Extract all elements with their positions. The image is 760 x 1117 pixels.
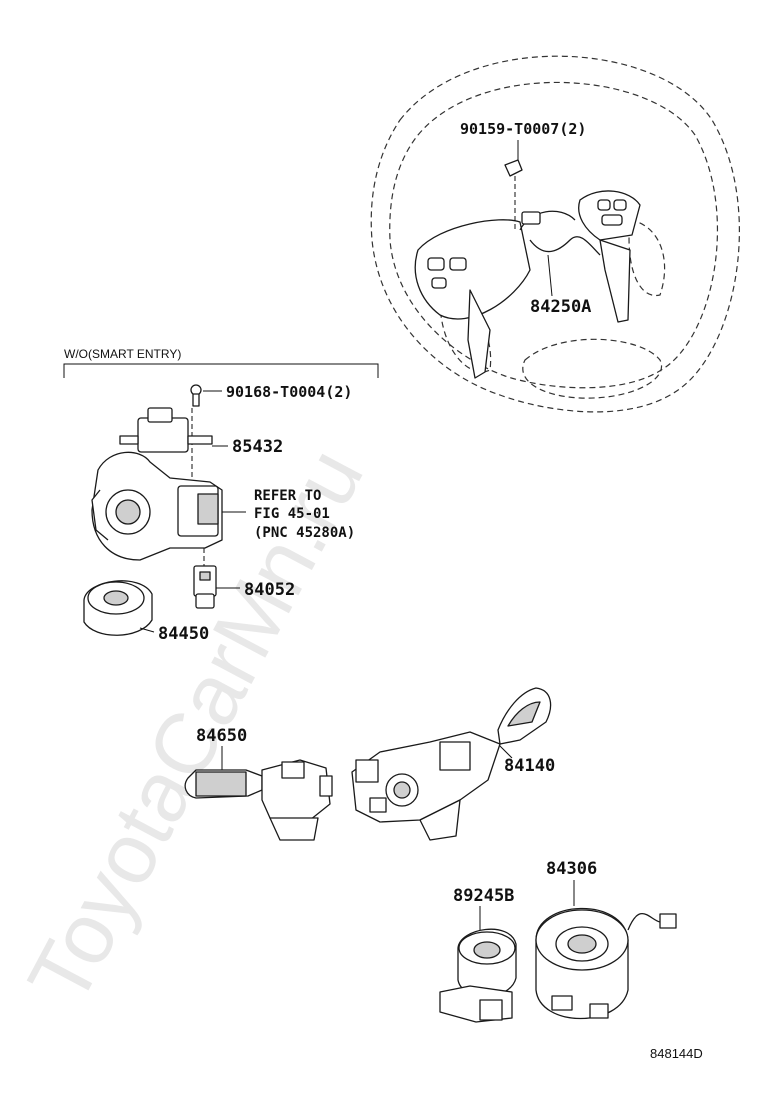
label-84650: 84650: [196, 726, 247, 746]
label-84250A: 84250A: [530, 297, 591, 317]
label-90159-T0007: 90159-T0007(2): [460, 120, 586, 138]
lock-unit-85432: [119, 407, 213, 453]
group-label-wo-smart-entry: W/O(SMART ENTRY): [64, 347, 181, 361]
wiper-switch-84650: [184, 759, 333, 841]
refer-note-line3: (PNC 45280A): [254, 525, 355, 541]
label-84450: 84450: [158, 624, 209, 644]
steering-sensor-89245B: [439, 928, 517, 1023]
spiral-cable-84306: [535, 907, 677, 1019]
label-90168-T0004: 90168-T0004(2): [226, 383, 352, 401]
refer-note-line2: FIG 45-01: [254, 506, 330, 522]
label-84306: 84306: [546, 859, 597, 879]
label-85432: 85432: [232, 437, 283, 457]
label-84052: 84052: [244, 580, 295, 600]
ring-84450: [83, 580, 153, 636]
connector-84052: [193, 565, 217, 609]
screw-90168: [190, 384, 202, 407]
label-84140: 84140: [504, 756, 555, 776]
diagram-id: 848144D: [650, 1046, 703, 1061]
label-89245B: 89245B: [453, 886, 514, 906]
steering-wheel-switch: [414, 159, 641, 379]
steering-lock-body: [91, 451, 223, 561]
turn-signal-switch-84140: [351, 687, 552, 841]
refer-note-line1: REFER TO: [254, 488, 321, 504]
steering-wheel-illustration: [370, 55, 740, 413]
